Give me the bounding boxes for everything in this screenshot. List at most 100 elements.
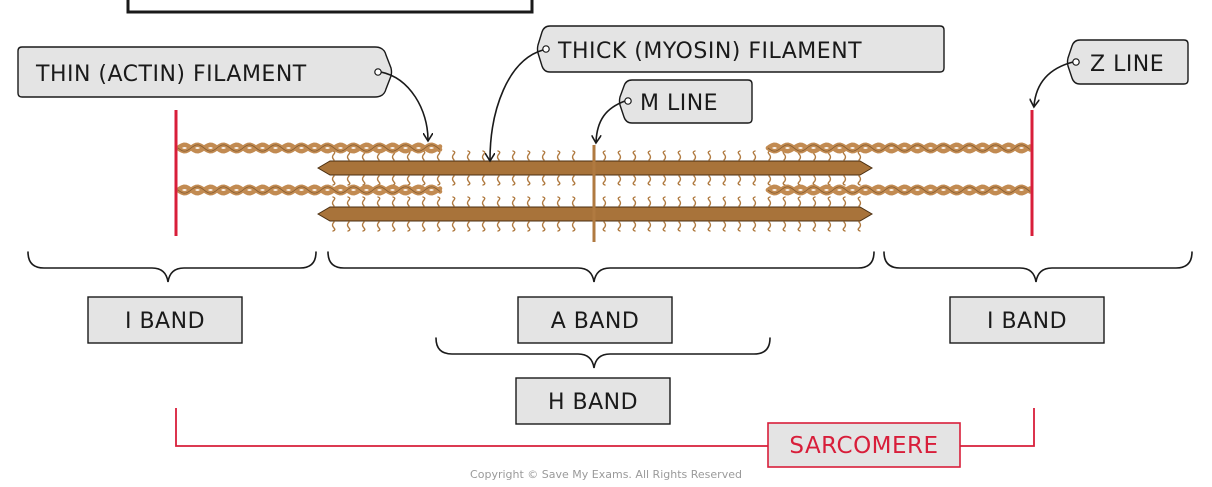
thick-filament-top-head-bottom [797,175,802,186]
thick-filament-top-head-top [571,150,576,161]
thick-filament-top-head-top [466,150,471,161]
thick-filament-bottom-head-top [526,196,531,207]
thick-filament-top-head-top [346,150,351,161]
thick-filament-bottom-head-top [782,196,787,207]
thick-filament-top-head-top [842,150,847,161]
thick-filament-top-head-bottom [466,175,471,186]
thick-filament-bottom-head-bottom [602,221,607,232]
thick-filament-bottom-head-top [421,196,426,207]
thin-filament-right-bottom-strand-b [765,184,1033,196]
thick-filament-bottom-head-top [451,196,456,207]
thick-filament-top-head-bottom [496,175,501,186]
thin-filament-text: THIN (ACTIN) FILAMENT [35,62,307,87]
thin-filament-label: THIN (ACTIN) FILAMENT [17,46,393,98]
thick-filament-bottom-head-bottom [722,221,727,232]
thick-filament-bottom-head-bottom [857,221,862,232]
a-band-label: A BAND [517,296,673,344]
thick-filament-bottom-head-bottom [647,221,652,232]
thick-filament-bottom-head-bottom [436,221,441,232]
thick-filament-top-head-bottom [752,175,757,186]
thin-filament-right-top-strand-b [765,142,1033,154]
thick-filament-top-head-top [737,150,742,161]
thick-filament-bottom-head-top [391,196,396,207]
thick-filament-top-head-top [541,150,546,161]
thick-filament-bottom-head-bottom [556,221,561,232]
thick-filament-bottom-head-top [617,196,622,207]
thick-filament-top-head-top [617,150,622,161]
thick-filament-bottom-head-bottom [632,221,637,232]
thick-filament-bottom-head-bottom [677,221,682,232]
thick-filament-bottom-head-top [466,196,471,207]
thick-filament-bottom-head-top [541,196,546,207]
thick-filament-bottom-head-bottom [511,221,516,232]
thick-filament-bottom-head-top [827,196,832,207]
thick-filament-bottom-head-bottom [481,221,486,232]
thin-filament-left-bottom-strand-b [175,184,443,196]
h-band-text: H BAND [548,390,638,415]
thick-filament-top-head-bottom [376,175,381,186]
thin-filament-arrow [380,71,428,140]
thick-filament-bottom-head-bottom [737,221,742,232]
thick-filament-bottom-head-bottom [541,221,546,232]
thick-filament-bottom-head-bottom [662,221,667,232]
myofibril-filaments [175,142,1033,232]
h-band-label: H BAND [515,377,671,425]
thick-filament-top-head-bottom [737,175,742,186]
thick-filament-top-head-top [662,150,667,161]
thick-filament-bottom-head-top [662,196,667,207]
a-band-text: A BAND [551,309,640,334]
thick-filament-bottom-head-bottom [782,221,787,232]
thick-filament-top-head-top [752,150,757,161]
thick-filament-bottom-head-bottom [391,221,396,232]
thick-filament-bottom-head-top [707,196,712,207]
thick-filament-top-head-bottom [526,175,531,186]
thick-filament-bottom-head-bottom [451,221,456,232]
thick-filament-bottom-head-top [331,196,336,207]
thin-filament-right-top-shade [767,144,1031,152]
thick-filament-bottom-head-top [571,196,576,207]
thick-filament-bottom-head-bottom [496,221,501,232]
thin-filament-left-top-shade [177,144,441,152]
brace-i-band-right [883,251,1193,283]
thick-filament-top-head-bottom [767,175,772,186]
thick-filament-top-head-top [511,150,516,161]
thick-filament-top-head-top [331,150,336,161]
thick-filament-top-head-bottom [812,175,817,186]
thick-filament-top-head-bottom [421,175,426,186]
i-band-right-label: I BAND [949,296,1105,344]
thick-filament-top-head-bottom [406,175,411,186]
thick-filament-label: THICK (MYOSIN) FILAMENT [536,25,945,73]
z-line-label: Z LINE [1066,39,1189,85]
thick-filament-bottom-head-bottom [346,221,351,232]
thick-filament-top-head-top [767,150,772,161]
thick-filament-bottom-head-bottom [571,221,576,232]
thick-filament-top-head-bottom [602,175,607,186]
thick-filament-bottom-head-top [647,196,652,207]
thick-filament-bottom-head-top [677,196,682,207]
sarcomere-label: SARCOMERE [767,422,961,468]
i-band-left-label: I BAND [87,296,243,344]
thick-filament-bottom-head-top [602,196,607,207]
thick-filament-top-head-top [722,150,727,161]
thick-filament-bottom-head-top [812,196,817,207]
thick-filament-top-head-bottom [436,175,441,186]
thick-filament-top-head-top [707,150,712,161]
thick-filament-bottom-head-bottom [526,221,531,232]
sarcomere-bracket [175,408,1035,447]
thick-filament-bottom-head-bottom [752,221,757,232]
thick-filament-arrow [490,49,544,160]
thick-filament-bottom-head-top [511,196,516,207]
z-line-text: Z LINE [1090,52,1164,77]
thick-filament-bottom-head-top [842,196,847,207]
m-line-label: M LINE [618,79,753,124]
thick-filament-top-head-bottom [722,175,727,186]
brace-i-band-left [27,251,317,283]
thick-filament-bottom-head-top [692,196,697,207]
thick-filament-bottom-head-bottom [466,221,471,232]
thick-filament-top-head-top [692,150,697,161]
thick-filament-top-head-bottom [617,175,622,186]
thick-filament-bottom-head-bottom [421,221,426,232]
thick-filament-top-head-top [526,150,531,161]
thick-filament-top-head-top [677,150,682,161]
thick-filament-bottom-head-bottom [827,221,832,232]
